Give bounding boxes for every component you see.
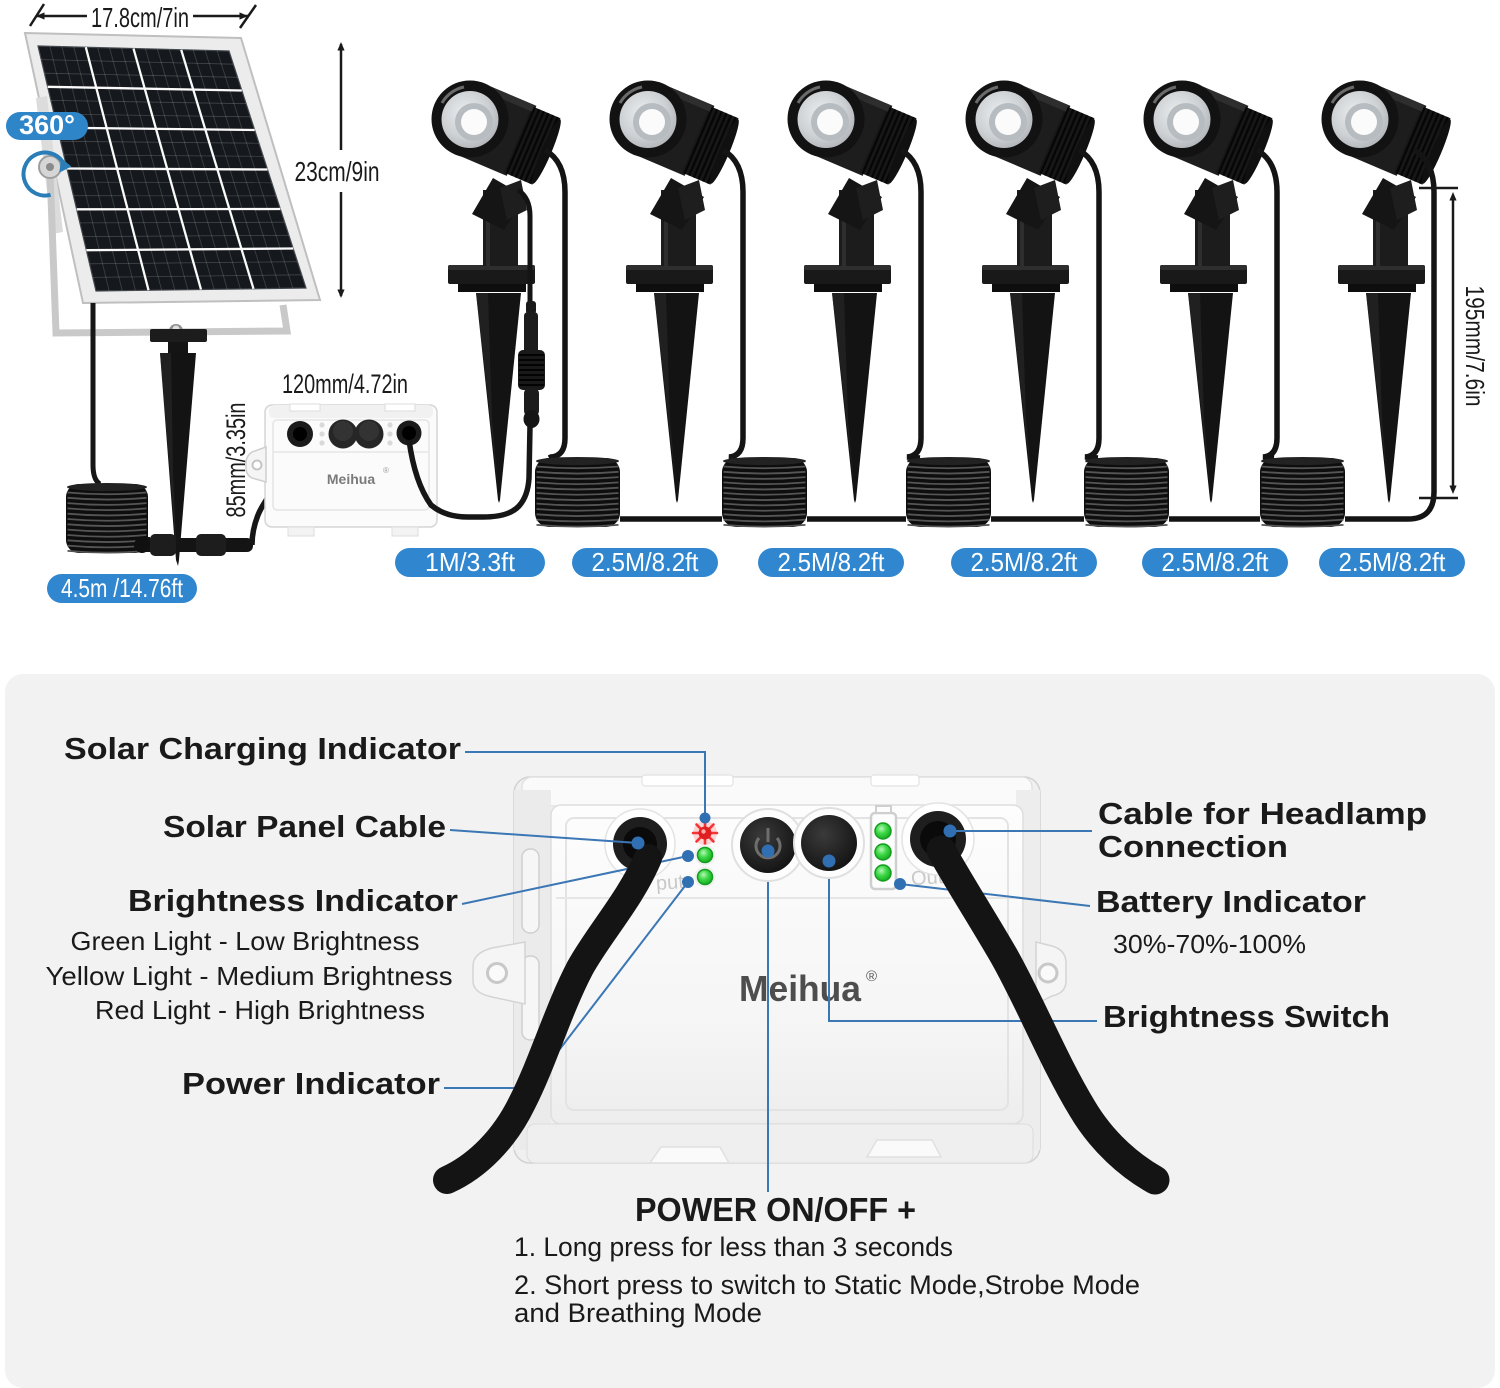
- svg-text:2. Short press to switch to St: 2. Short press to switch to Static Mode,…: [514, 1270, 1140, 1300]
- svg-text:Brightness Switch: Brightness Switch: [1103, 999, 1390, 1034]
- svg-text:POWER ON/OFF +: POWER ON/OFF +: [635, 1191, 916, 1228]
- svg-text:Green Light - Low Brightness: Green Light - Low Brightness: [71, 926, 420, 956]
- svg-text:30%-70%-100%: 30%-70%-100%: [1113, 929, 1306, 959]
- svg-text:Red Light - High Brightness: Red Light - High Brightness: [95, 995, 425, 1025]
- svg-text:17.8cm/7in: 17.8cm/7in: [91, 2, 189, 33]
- svg-text:2.5M/8.2ft: 2.5M/8.2ft: [971, 547, 1079, 577]
- svg-text:Connection: Connection: [1098, 829, 1288, 864]
- svg-text:Battery Indicator: Battery Indicator: [1096, 884, 1366, 919]
- svg-text:Brightness Indicator: Brightness Indicator: [128, 883, 458, 918]
- svg-text:Meihua: Meihua: [739, 968, 862, 1009]
- svg-text:put: put: [655, 871, 685, 895]
- svg-text:1. Long press for less than 3: 1. Long press for less than 3 seconds: [514, 1232, 953, 1262]
- svg-text:360°: 360°: [19, 110, 75, 140]
- svg-text:1M/3.3ft: 1M/3.3ft: [425, 547, 516, 577]
- svg-text:Cable for Headlamp: Cable for Headlamp: [1098, 796, 1427, 831]
- svg-text:2.5M/8.2ft: 2.5M/8.2ft: [1162, 547, 1270, 577]
- svg-text:Power Indicator: Power Indicator: [182, 1066, 440, 1101]
- svg-text:85mm/3.35in: 85mm/3.35in: [221, 403, 251, 518]
- svg-text:and Breathing Mode: and Breathing Mode: [514, 1298, 762, 1328]
- svg-text:23cm/9in: 23cm/9in: [295, 156, 380, 187]
- svg-text:®: ®: [383, 466, 389, 475]
- svg-text:2.5M/8.2ft: 2.5M/8.2ft: [1339, 547, 1447, 577]
- svg-text:4.5m /14.76ft: 4.5m /14.76ft: [61, 573, 184, 603]
- svg-text:Meihua: Meihua: [327, 471, 375, 487]
- svg-text:195mm/7.6in: 195mm/7.6in: [1460, 286, 1490, 407]
- svg-text:Yellow Light - Medium Brightne: Yellow Light - Medium Brightness: [46, 961, 453, 991]
- svg-text:120mm/4.72in: 120mm/4.72in: [282, 369, 408, 399]
- svg-text:Solar Panel Cable: Solar Panel Cable: [163, 809, 446, 844]
- svg-text:Solar Charging Indicator: Solar Charging Indicator: [64, 731, 461, 766]
- svg-text:®: ®: [866, 968, 877, 985]
- svg-text:2.5M/8.2ft: 2.5M/8.2ft: [592, 547, 700, 577]
- svg-text:2.5M/8.2ft: 2.5M/8.2ft: [778, 547, 886, 577]
